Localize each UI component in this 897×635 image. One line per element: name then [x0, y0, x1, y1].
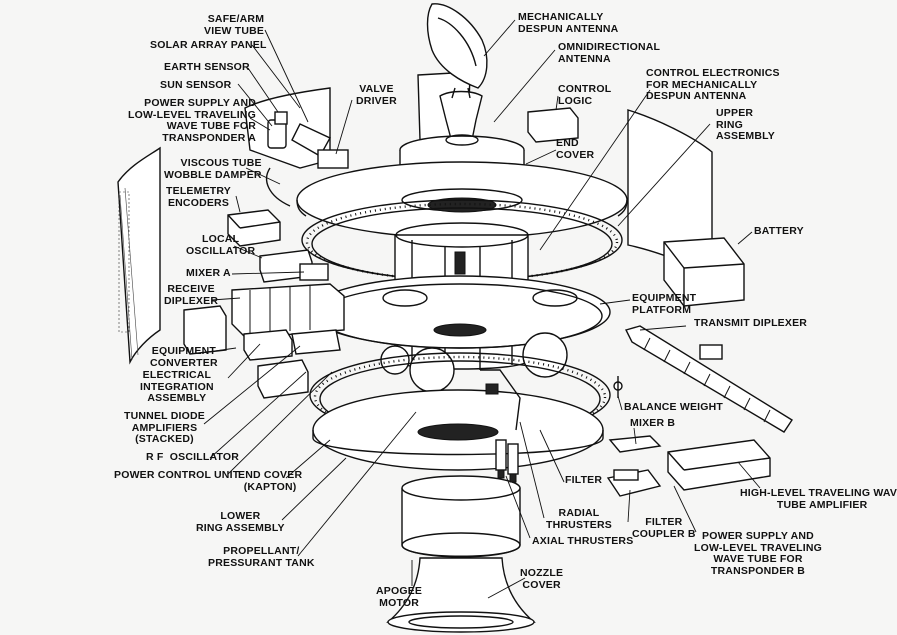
label-mixer-a: MIXER A [186, 267, 231, 279]
end-cover-kapton [312, 389, 604, 471]
label-filter-coupler-b: FILTER COUPLER B [632, 516, 696, 540]
label-telemetry-encoders: TELEMETRY ENCODERS [166, 185, 231, 209]
tunnel-diode-amplifiers [291, 329, 341, 355]
label-battery: BATTERY [754, 225, 804, 237]
label-mixer-b: MIXER B [630, 417, 676, 429]
label-safe-arm-view-tube: SAFE/ARM VIEW TUBE [204, 13, 265, 37]
equipment-converter [183, 305, 227, 355]
label-high-level-twt: HIGH-LEVEL TRAVELING WAVE TUBE AMPLIFIER [740, 487, 897, 511]
control-logic-box [527, 107, 579, 143]
label-end-cover: END COVER [556, 137, 595, 161]
label-power-supply-b: POWER SUPPLY AND LOW-LEVEL TRAVELING WAV… [694, 530, 823, 577]
label-end-cover-kapton: END COVER (KAPTON) [238, 469, 303, 493]
propellant-tanks [380, 332, 568, 393]
solar-array-panel-left [117, 146, 161, 365]
valve-driver-box [317, 149, 349, 169]
sun-earth-sensors [267, 111, 331, 157]
transmit-diplexer [624, 325, 793, 433]
label-earth-sensor: EARTH SENSOR [164, 61, 250, 73]
label-receive-diplexer: RECEIVE DIPLEXER [164, 283, 219, 307]
label-local-oscillator: LOCAL OSCILLATOR [186, 233, 256, 257]
label-sun-sensor: SUN SENSOR [160, 79, 232, 91]
label-valve-driver: VALVE DRIVER [356, 83, 397, 107]
high-level-twt [667, 439, 771, 491]
filter-coupler-b [606, 469, 662, 497]
label-power-control-unit: POWER CONTROL UNIT [114, 469, 240, 481]
label-propellant-tank: PROPELLANT/ PRESSURANT TANK [208, 545, 315, 569]
label-omnidirectional-antenna: OMNIDIRECTIONAL ANTENNA [558, 41, 661, 65]
leader-lines [203, 19, 761, 599]
label-lower-ring-assembly: LOWER RING ASSEMBLY [196, 510, 285, 534]
label-power-supply-a: POWER SUPPLY AND LOW-LEVEL TRAVELING WAV… [128, 97, 257, 144]
electrical-integration-assembly [243, 329, 293, 361]
label-balance-weight: BALANCE WEIGHT [624, 401, 724, 413]
label-axial-thrusters: AXIAL THRUSTERS [532, 535, 634, 547]
label-equipment-converter: EQUIPMENT CONVERTER [150, 345, 218, 369]
label-upper-ring-assembly: UPPER RING ASSEMBLY [716, 107, 775, 142]
label-viscous-tube-damper: VISCOUS TUBE WOBBLE DAMPER [164, 157, 262, 181]
radial-thrusters [480, 369, 521, 431]
label-mechanically-despun-antenna: MECHANICALLY DESPUN ANTENNA [518, 11, 619, 35]
label-nozzle-cover: NOZZLE COVER [520, 567, 564, 591]
label-apogee-motor: APOGEE MOTOR [376, 585, 423, 609]
mixer-a [299, 263, 329, 281]
label-solar-array-panel: SOLAR ARRAY PANEL [150, 39, 267, 51]
battery-box [663, 237, 745, 307]
telemetry-encoders [227, 209, 281, 247]
label-transmit-diplexer: TRANSMIT DIPLEXER [694, 317, 808, 329]
label-radial-thrusters: RADIAL THRUSTERS [546, 507, 612, 531]
mixer-b [608, 435, 662, 453]
equipment-platform [309, 275, 611, 349]
label-electrical-integration: ELECTRICAL INTEGRATION ASSEMBLY [140, 369, 214, 404]
balance-weight [613, 376, 623, 398]
axial-thrusters [495, 439, 519, 483]
label-control-logic: CONTROL LOGIC [558, 83, 612, 107]
receive-diplexer [231, 283, 345, 339]
label-filter: FILTER [565, 474, 603, 486]
apogee-motor [386, 475, 536, 633]
label-equipment-platform: EQUIPMENT PLATFORM [632, 292, 697, 316]
viscous-tube-damper [265, 167, 291, 207]
label-tunnel-diode-amplifiers: TUNNEL DIODE AMPLIFIERS (STACKED) [124, 410, 205, 445]
label-rf-oscillator: R F OSCILLATOR [146, 451, 240, 463]
label-control-electronics: CONTROL ELECTRONICS FOR MECHANICALLY DES… [646, 67, 780, 102]
